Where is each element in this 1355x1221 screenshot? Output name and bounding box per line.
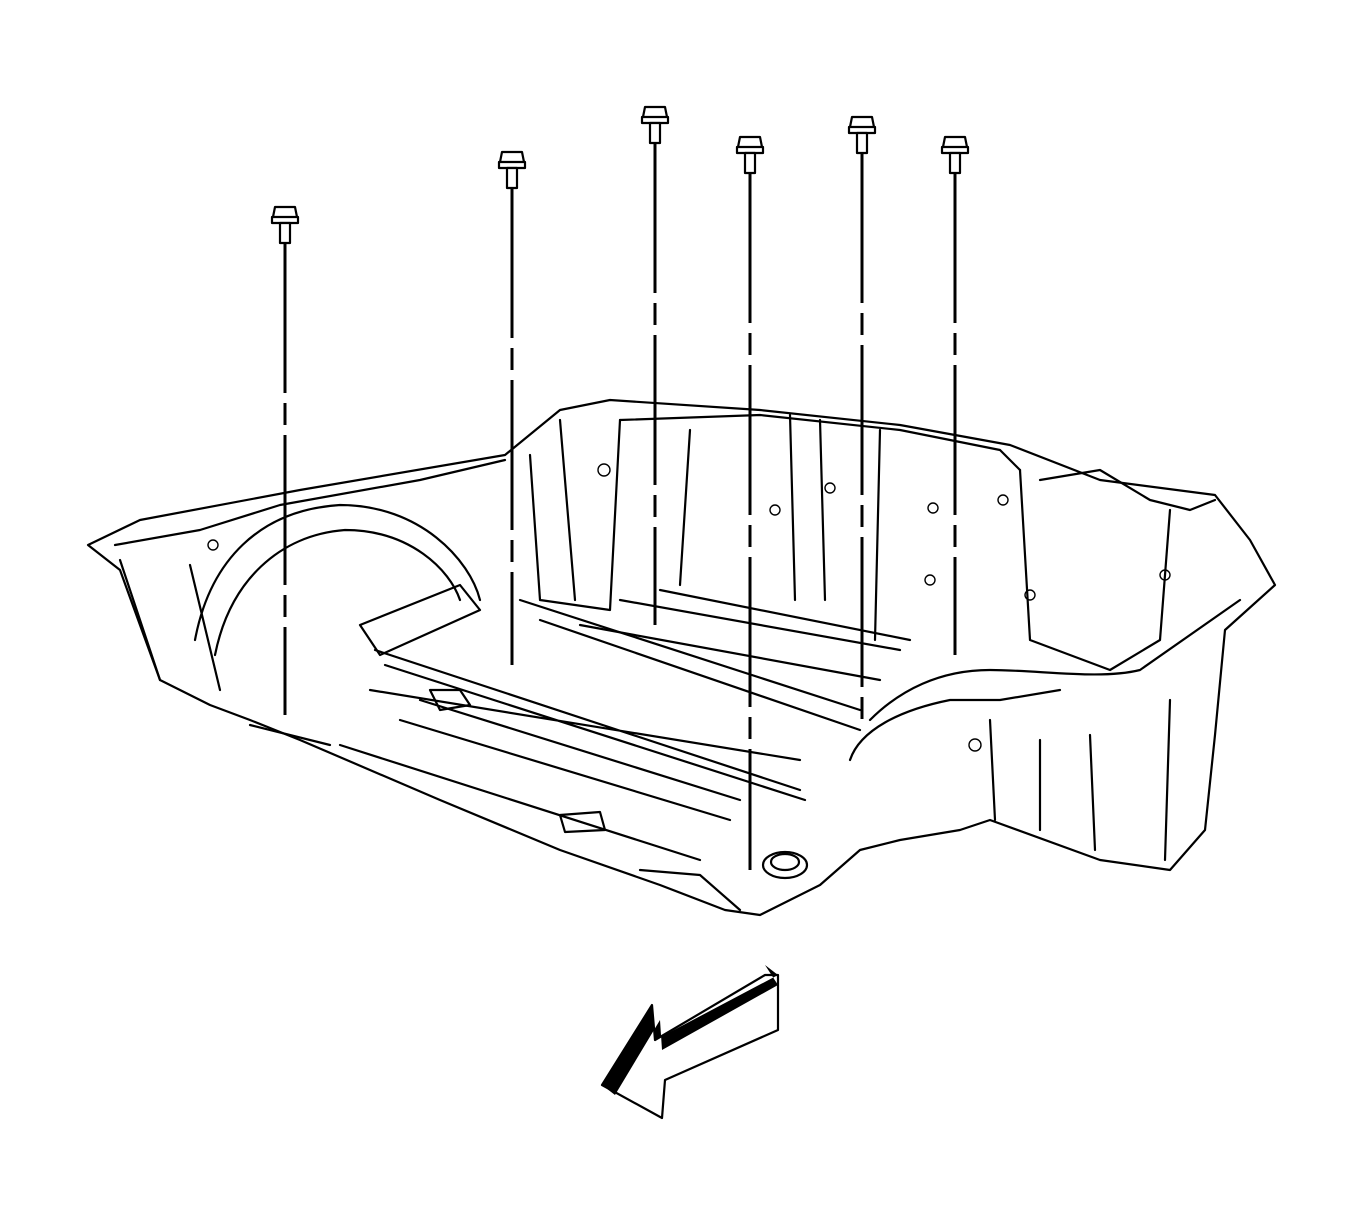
bolt-icon: [497, 150, 527, 665]
bolt-icon: [640, 105, 670, 625]
pickup-box: [86, 398, 1277, 917]
bolt-icon: [735, 135, 765, 870]
bolts: [270, 105, 970, 870]
bolt-icon: [270, 205, 300, 715]
bolt-icon: [940, 135, 970, 655]
bolt-icon: [847, 115, 877, 720]
direction-arrow-icon: [600, 965, 780, 1120]
